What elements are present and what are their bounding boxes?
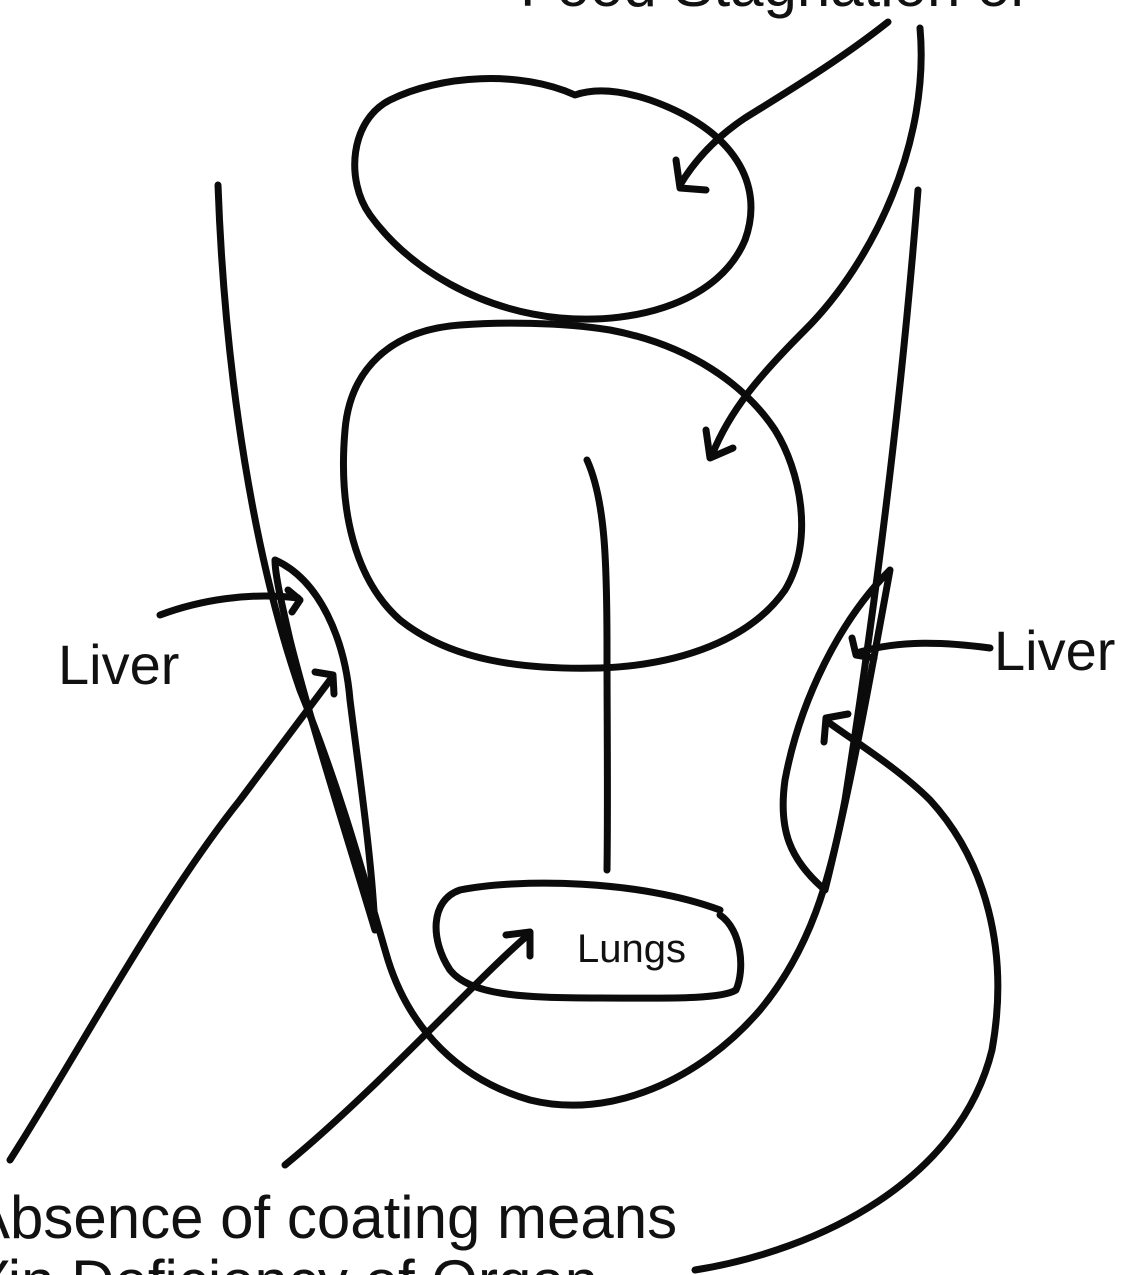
- arrow-liver-right: [860, 643, 990, 652]
- liver-left-crescent: [275, 560, 375, 930]
- liver-left-label: Liver: [58, 633, 179, 696]
- arrow-to-upper-oval: [680, 22, 888, 185]
- bottom-caption-line2: Yin Deficiency of Organ: [0, 1248, 598, 1275]
- bottom-caption-line1: Absence of coating means: [0, 1184, 677, 1251]
- liver-right-label: Liver: [994, 619, 1115, 682]
- arrow-bottom-to-lungs: [285, 935, 528, 1165]
- arrow-bottom-to-left-crescent: [10, 680, 330, 1160]
- top-caption: Food Stagnation or: [520, 0, 1030, 19]
- middle-oval: [343, 323, 801, 668]
- lungs-label: Lungs: [577, 927, 686, 971]
- upper-oval: [355, 79, 751, 320]
